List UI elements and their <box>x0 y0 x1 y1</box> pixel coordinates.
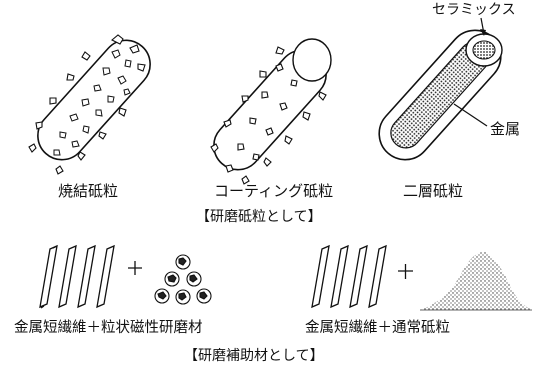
plus-sign-right <box>398 264 413 279</box>
ceramic-label: セラミックス <box>432 2 516 18</box>
ceramic-arrowhead <box>480 29 486 36</box>
coated-grain-illustration <box>210 38 332 185</box>
coated-grain-end-face <box>292 38 332 82</box>
particle-name-sintered: 焼結砥粒 <box>58 182 119 200</box>
metal-leader-line <box>453 103 488 127</box>
sintered-grain-bumps <box>28 34 146 175</box>
magnetic-abrasive-granules <box>154 254 212 305</box>
caption-polishing-aid: 【研磨補助材として】 <box>184 348 324 364</box>
particle-name-coated: コーティング砥粒 <box>214 182 334 200</box>
plus-sign-left <box>128 261 142 275</box>
sintered-grain-pores <box>53 49 132 156</box>
fibers-left <box>39 244 115 309</box>
coated-grain-bumps <box>210 46 327 185</box>
sintered-grain-illustration <box>28 34 151 175</box>
particle-name-two-layer: 二層砥粒 <box>403 182 464 200</box>
two-layer-grain-illustration <box>378 17 503 161</box>
metal-core-end <box>472 40 496 60</box>
fibers-right <box>311 244 387 309</box>
caption-abrasive-grain: 【研磨砥粒として】 <box>196 209 322 225</box>
label-fiber-ordinary: 金属短繊維＋通常砥粒 <box>305 320 450 336</box>
label-fiber-magnetic: 金属短繊維＋粒状磁性研磨材 <box>14 320 203 336</box>
ordinary-abrasive-pile <box>420 251 532 311</box>
metal-label: 金属 <box>490 120 521 138</box>
